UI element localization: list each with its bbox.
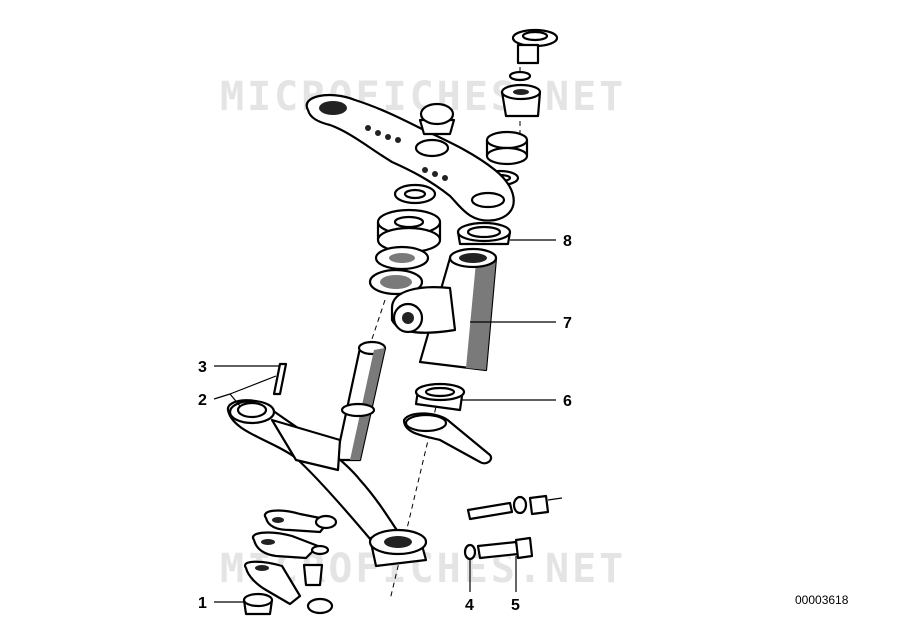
lower-triple-clamp bbox=[226, 399, 428, 568]
callout-7[interactable]: 7 bbox=[563, 315, 572, 332]
callout-8[interactable]: 8 bbox=[563, 233, 572, 250]
bearing-ring-8 bbox=[456, 221, 512, 246]
callout-4[interactable]: 4 bbox=[465, 597, 474, 614]
pin-3 bbox=[272, 362, 288, 396]
clamp-bolts bbox=[463, 494, 563, 561]
steering-head-tube-7 bbox=[390, 247, 498, 372]
callout-5[interactable]: 5 bbox=[511, 597, 520, 614]
left-bearing-stack bbox=[368, 183, 442, 296]
leader-2c bbox=[229, 375, 277, 395]
leader-2b bbox=[229, 393, 241, 407]
lower-brackets bbox=[242, 509, 338, 616]
axis-left bbox=[364, 299, 386, 361]
lower-bearing-ring-6 bbox=[414, 382, 466, 412]
top-cap-assembly bbox=[500, 28, 559, 118]
callout-2[interactable]: 2 bbox=[198, 392, 207, 409]
diagram-id: 00003618 bbox=[795, 593, 849, 607]
leader-2a bbox=[213, 393, 231, 400]
callout-3[interactable]: 3 bbox=[198, 359, 207, 376]
upper-triple-clamp bbox=[305, 93, 515, 222]
callout-1[interactable]: 1 bbox=[198, 595, 207, 612]
lower-clamp-arm bbox=[402, 412, 493, 465]
center-cap bbox=[418, 102, 456, 136]
steering-stem bbox=[334, 340, 387, 462]
callout-6[interactable]: 6 bbox=[563, 393, 572, 410]
